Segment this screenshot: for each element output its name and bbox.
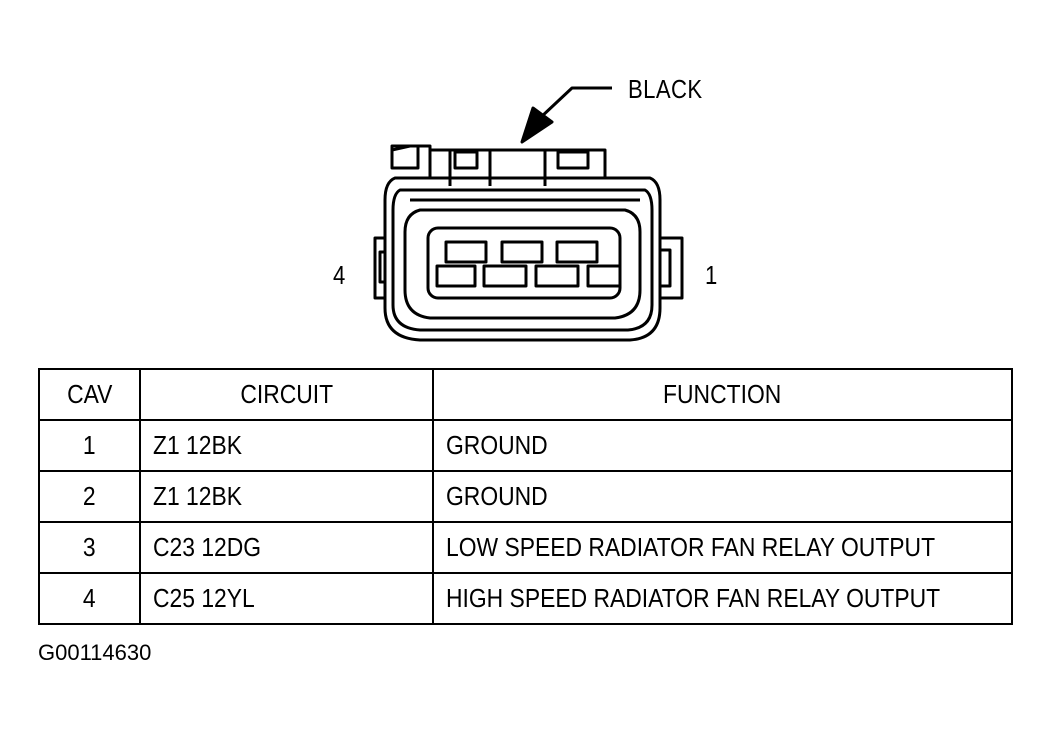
header-function: FUNCTION xyxy=(432,368,1013,421)
pin-cavity xyxy=(482,264,528,288)
pin-cavity xyxy=(555,240,599,264)
table-row: 2 Z1 12BK GROUND xyxy=(38,470,1013,523)
function-cell: HIGH SPEED RADIATOR FAN RELAY OUTPUT xyxy=(432,572,1013,625)
housing-ridge xyxy=(448,150,547,186)
pin-cavity xyxy=(435,264,477,288)
side-tab-right xyxy=(660,236,684,300)
top-slot-right xyxy=(556,150,590,170)
pinout-table: CAV CIRCUIT FUNCTION 1 Z1 12BK GROUND 2 … xyxy=(38,368,1013,625)
cav-cell: 3 xyxy=(38,521,141,574)
leader-line xyxy=(538,86,612,120)
cav-cell: 4 xyxy=(38,572,141,625)
pin-cavity xyxy=(534,264,580,288)
connector-diagram xyxy=(373,86,684,342)
cav-cell: 1 xyxy=(38,419,141,472)
circuit-cell: C25 12YL xyxy=(139,572,434,625)
housing-inner-2 xyxy=(403,208,642,320)
circuit-cell: Z1 12BK xyxy=(139,419,434,472)
figure-id: G00114630 xyxy=(38,640,152,665)
arrow-head xyxy=(520,106,554,144)
circuit-cell: C23 12DG xyxy=(139,521,434,574)
header-cav: CAV xyxy=(38,368,141,421)
latch-tab xyxy=(390,144,420,170)
housing-outer xyxy=(383,176,662,342)
pin-right-label: 1 xyxy=(705,260,718,290)
circuit-cell: Z1 12BK xyxy=(139,470,434,523)
cav-cell: 2 xyxy=(38,470,141,523)
header-circuit: CIRCUIT xyxy=(139,368,434,421)
top-slot-left xyxy=(453,150,479,170)
function-cell: GROUND xyxy=(432,470,1013,523)
pin-frame xyxy=(426,226,622,300)
table-row: 3 C23 12DG LOW SPEED RADIATOR FAN RELAY … xyxy=(38,521,1013,574)
connector-color-label: BLACK xyxy=(628,74,703,104)
side-tab-left xyxy=(373,236,385,300)
function-cell: LOW SPEED RADIATOR FAN RELAY OUTPUT xyxy=(432,521,1013,574)
housing-inner-1 xyxy=(391,188,654,332)
pin-cavity xyxy=(586,264,622,288)
table-header-row: CAV CIRCUIT FUNCTION xyxy=(38,368,1013,421)
pin-cavity xyxy=(444,240,488,264)
function-cell: GROUND xyxy=(432,419,1013,472)
table-row: 4 C25 12YL HIGH SPEED RADIATOR FAN RELAY… xyxy=(38,572,1013,625)
pin-left-label: 4 xyxy=(333,260,346,290)
table-row: 1 Z1 12BK GROUND xyxy=(38,419,1013,472)
pin-cavity xyxy=(500,240,544,264)
